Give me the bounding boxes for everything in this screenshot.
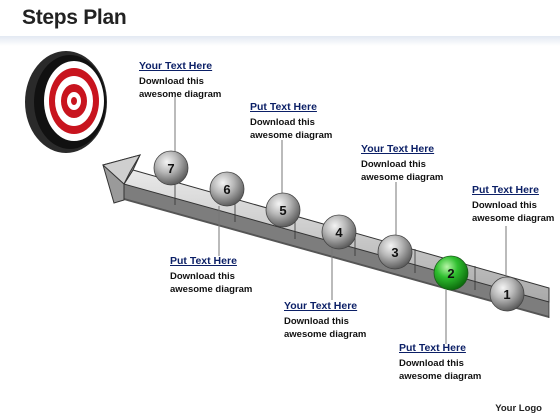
- callout-heading: Your Text Here: [284, 300, 358, 312]
- connector-lines: [174, 96, 507, 344]
- step-ball-3: 3: [377, 234, 413, 270]
- step-ball-7: 7: [153, 150, 189, 186]
- step-number: 4: [335, 225, 343, 240]
- callout-heading: Put Text Here: [170, 255, 237, 267]
- callout-body: Download this awesome diagram: [361, 159, 444, 183]
- callout-step-5: Put Text Here Download this awesome diag…: [250, 101, 370, 142]
- header-band: [0, 36, 560, 46]
- logo-text: Your Logo: [495, 403, 542, 414]
- target-icon: [25, 51, 107, 153]
- step-number: 7: [167, 161, 174, 176]
- step-number: 2: [447, 266, 454, 281]
- callout-body: Download this awesome diagram: [139, 76, 222, 100]
- callout-body: Download this awesome diagram: [284, 316, 367, 340]
- step-ball-4: 4: [321, 214, 357, 250]
- callout-step-7: Your Text Here Download this awesome dia…: [139, 60, 259, 101]
- callout-heading: Your Text Here: [139, 60, 213, 72]
- callout-step-4: Your Text Here Download this awesome dia…: [284, 300, 404, 341]
- step-ball-1: 1: [489, 276, 525, 312]
- callout-step-6: Put Text Here Download this awesome diag…: [170, 255, 290, 296]
- step-ball-5: 5: [265, 192, 301, 228]
- callout-body: Download this awesome diagram: [399, 358, 482, 382]
- callout-heading: Put Text Here: [399, 342, 466, 354]
- callout-body: Download this awesome diagram: [170, 271, 253, 295]
- page-title: Steps Plan: [22, 6, 127, 29]
- step-number: 3: [391, 245, 398, 260]
- callout-heading: Put Text Here: [472, 184, 539, 196]
- step-ball-6: 6: [209, 171, 245, 207]
- callout-heading: Your Text Here: [361, 143, 435, 155]
- step-number: 6: [223, 182, 230, 197]
- callout-step-1: Put Text Here Download this awesome diag…: [472, 184, 560, 225]
- step-number: 1: [503, 287, 510, 302]
- callout-step-3: Your Text Here Download this awesome dia…: [361, 143, 481, 184]
- callout-body: Download this awesome diagram: [250, 117, 333, 141]
- step-ball-2: 2: [433, 255, 469, 291]
- callout-step-2: Put Text Here Download this awesome diag…: [399, 342, 519, 383]
- step-number: 5: [279, 203, 286, 218]
- callout-heading: Put Text Here: [250, 101, 317, 113]
- callout-body: Download this awesome diagram: [472, 200, 555, 224]
